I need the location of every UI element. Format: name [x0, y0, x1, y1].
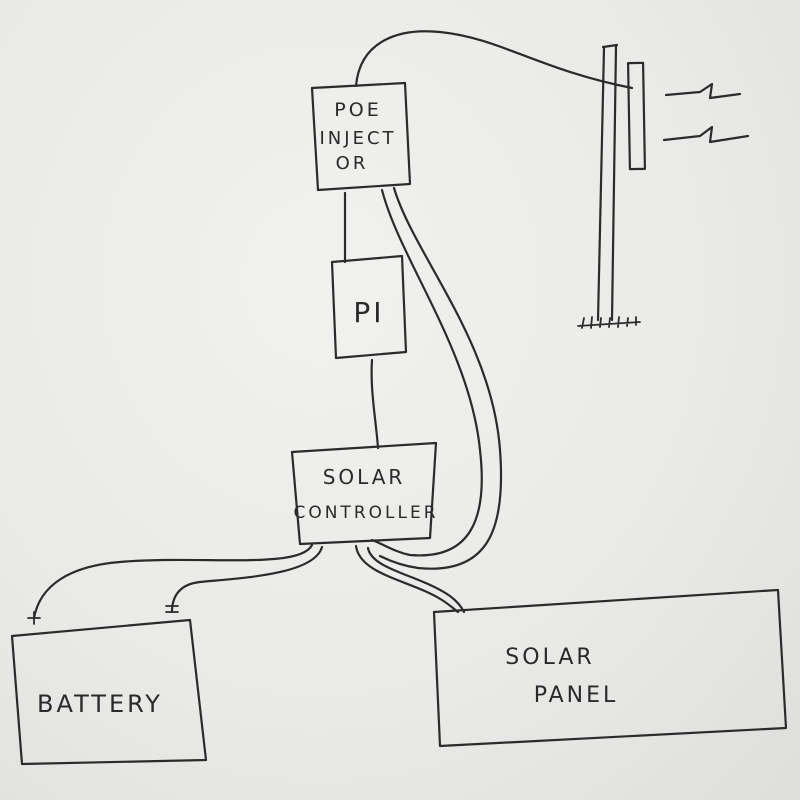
solar-panel: SOLAR PANEL [432, 588, 788, 748]
solar-controller-label-line2: CONTROLLER [293, 503, 438, 523]
battery-terminal-left-icon [27, 611, 41, 625]
poe-injector-label-line2: INJECT [319, 128, 396, 149]
cable-poe-to-controller-outer [370, 188, 483, 557]
solar-controller: SOLAR CONTROLLER [290, 441, 438, 546]
poe-injector: POE INJECT OR [310, 81, 412, 192]
poe-injector-box [310, 81, 412, 192]
solar-panel-box [432, 588, 788, 748]
solar-panel-label-line2: PANEL [534, 683, 619, 708]
signal-wave-icon [664, 82, 742, 100]
cable-controller-to-battery-a [32, 543, 314, 620]
cable-poe-to-controller-inner [378, 186, 503, 570]
cable-pi-to-controller [370, 358, 380, 450]
ground-marks [577, 316, 641, 329]
poe-injector-label-line3: OR [336, 153, 369, 174]
cable-controller-to-panel-a [354, 544, 460, 614]
mast-left-edge [596, 46, 606, 322]
solar-controller-label-line1: SOLAR [323, 465, 406, 489]
mast-right-edge [610, 44, 618, 322]
battery: BATTERY [10, 618, 208, 766]
pi: PI [330, 254, 408, 360]
battery-terminal-right-icon [165, 605, 179, 613]
pi-box [330, 254, 408, 360]
antenna-mast [577, 43, 641, 329]
solar-panel-label-line1: SOLAR [505, 645, 594, 670]
battery-box [10, 618, 208, 766]
antenna-panel [626, 61, 647, 171]
cable-poe-to-antenna [354, 30, 634, 90]
mast-top [601, 43, 619, 49]
solar-controller-box [290, 441, 438, 546]
cable-controller-to-battery-b [170, 545, 324, 614]
pi-label: PI [353, 296, 384, 329]
poe-injector-label-line1: POE [334, 99, 381, 121]
battery-label: BATTERY [37, 690, 163, 718]
cable-controller-to-panel-b [366, 546, 466, 614]
signal-wave-icon [662, 125, 750, 144]
